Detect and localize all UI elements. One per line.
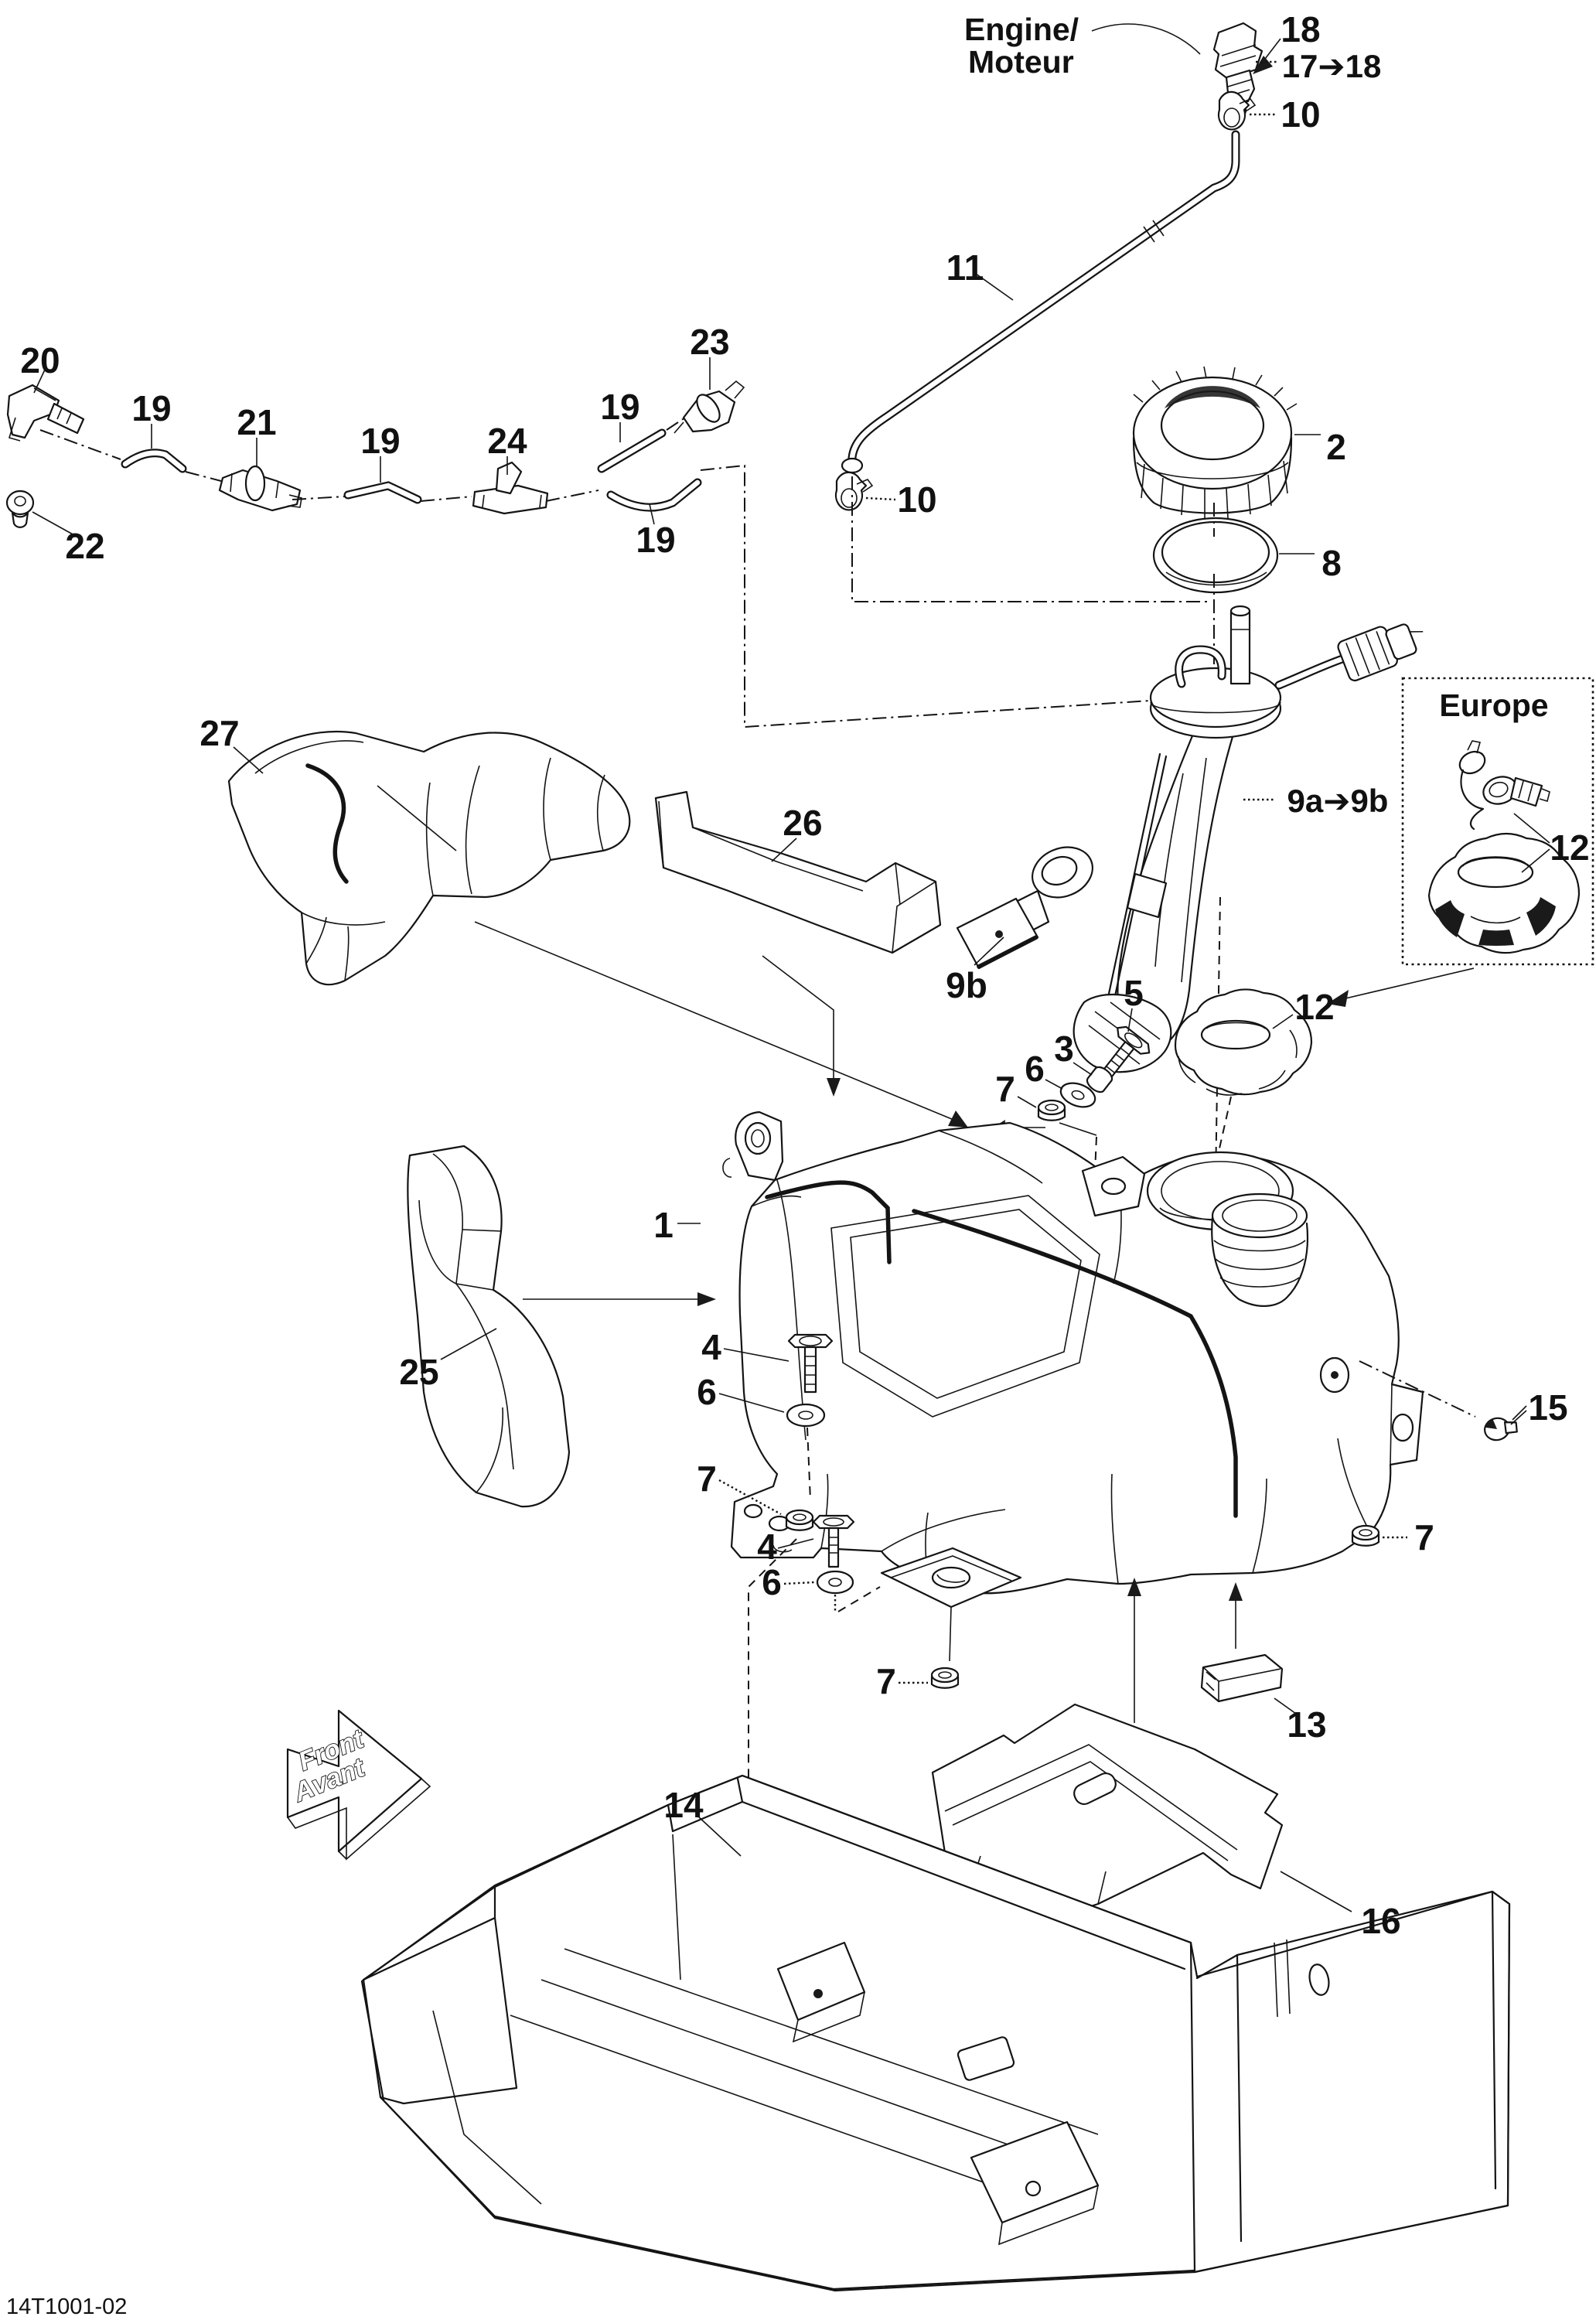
pump-bracket-9b — [956, 846, 1093, 970]
callout-19d: 19 — [636, 520, 675, 560]
callout-26: 26 — [783, 803, 822, 843]
hose-clamp-upper — [1217, 90, 1257, 131]
callout-11: 11 — [946, 247, 984, 288]
europe-to-cap-arrow — [1327, 967, 1475, 1007]
sheet-code: 14T1001-02 — [6, 2294, 127, 2319]
callout-8: 8 — [1321, 543, 1342, 583]
callout-18: 18 — [1281, 9, 1320, 49]
tank-front-tab — [880, 1547, 1022, 1662]
callout-15: 15 — [1528, 1387, 1567, 1428]
callout-24: 24 — [487, 421, 527, 461]
bolt-5 — [1100, 1025, 1151, 1081]
side-shield-25 — [407, 1145, 571, 1508]
callout-4a: 4 — [701, 1327, 721, 1367]
bolt-4-lower — [812, 1514, 855, 1568]
callout-1: 1 — [653, 1205, 674, 1245]
callout-9b: 9b — [946, 965, 987, 1005]
engine-label-line1: Engine/ — [964, 12, 1079, 47]
callout-12: 12 — [1294, 987, 1334, 1027]
europe-cap-tether — [1458, 740, 1550, 831]
vent-hose-19a — [121, 449, 187, 473]
callout-2: 2 — [1326, 427, 1346, 467]
callout-10a: 10 — [1281, 94, 1320, 135]
fuel-cap-12 — [1174, 988, 1313, 1186]
callout-19a: 19 — [131, 388, 171, 428]
hose-clamp-lower — [834, 471, 874, 511]
europe-box-border — [1401, 677, 1594, 966]
grommet-22 — [5, 490, 35, 528]
ring-nut-2 — [1132, 366, 1298, 519]
callout-6: 6 — [1025, 1049, 1045, 1089]
europe-box-title: Europe — [1439, 687, 1548, 723]
bottom-assembly — [360, 1578, 1511, 2292]
callout-12-eu: 12 — [1550, 827, 1589, 868]
callout-labels: Engine/ Moteur Europe 18 17➔18 10 11 2 1… — [6, 9, 1590, 2319]
support-tray-14 — [360, 1774, 1511, 2292]
nut-7-bottom — [930, 1667, 960, 1689]
callout-19c: 19 — [600, 387, 639, 427]
callout-14: 14 — [663, 1785, 704, 1825]
fuel-connector-assembly — [834, 22, 1264, 511]
callout-3: 3 — [1054, 1029, 1074, 1069]
shield-leader-arrows — [377, 785, 968, 1128]
callout-19b: 19 — [360, 421, 400, 461]
check-valve-21 — [218, 465, 302, 512]
screw-15 — [1484, 1417, 1518, 1441]
foam-spacer-13 — [1200, 1653, 1284, 1703]
check-valve-23 — [674, 380, 745, 434]
callout-6a: 6 — [697, 1372, 717, 1412]
callout-5: 5 — [1124, 973, 1144, 1013]
callout-16: 16 — [1361, 1901, 1400, 1941]
front-direction-arrow: Front Avant — [286, 1709, 431, 1861]
pump-electrical-connector — [1337, 623, 1424, 682]
nut-7-right — [1351, 1524, 1380, 1547]
elbow-fitting-20 — [6, 384, 85, 442]
bolt-4-front — [787, 1333, 834, 1394]
right-hardware — [1351, 1360, 1527, 1547]
europe-option-box — [1401, 677, 1594, 966]
callout-20: 20 — [20, 340, 60, 380]
left-hardware — [748, 1333, 960, 1805]
vent-hose-19c — [597, 428, 667, 473]
europe-fuel-cap — [1427, 832, 1581, 954]
callout-7a: 7 — [697, 1459, 717, 1499]
callout-6b: 6 — [762, 1562, 782, 1602]
callout-7c: 7 — [1414, 1517, 1434, 1557]
vent-hose-19b — [343, 481, 422, 504]
engine-label-line2: Moteur — [968, 44, 1074, 80]
nut-7 — [1037, 1099, 1066, 1121]
callout-17-18: 17➔18 — [1282, 48, 1382, 84]
nut-7-front — [785, 1509, 814, 1531]
washer-6-lower — [816, 1570, 854, 1595]
leader-lines — [32, 38, 1527, 1912]
washer-6 — [1059, 1082, 1096, 1108]
callout-7d: 7 — [876, 1661, 896, 1701]
spacer-3 — [1086, 1066, 1113, 1093]
callout-23: 23 — [690, 322, 729, 362]
filler-neck — [1211, 1192, 1309, 1307]
callout-22: 22 — [65, 526, 104, 566]
fuel-tank — [722, 1111, 1424, 1662]
vent-hose-19d — [606, 478, 702, 512]
gasket-8 — [1152, 517, 1279, 594]
callout-25: 25 — [399, 1352, 438, 1392]
callout-4b: 4 — [757, 1527, 777, 1567]
callout-9a-9b: 9a➔9b — [1287, 783, 1389, 819]
fuel-pump-module — [1073, 605, 1424, 1182]
callout-21: 21 — [237, 402, 276, 442]
heat-shield-27 — [227, 730, 631, 986]
vent-hose-chain — [5, 380, 1215, 728]
europe-12-leaders — [1513, 813, 1550, 873]
callout-7: 7 — [995, 1069, 1015, 1109]
callout-27: 27 — [200, 713, 239, 753]
tee-fitting-24 — [472, 461, 549, 515]
callout-10b: 10 — [897, 479, 936, 520]
callout-13: 13 — [1287, 1704, 1326, 1745]
washer-6-front — [786, 1403, 826, 1428]
support-bracket-26 — [654, 790, 942, 954]
